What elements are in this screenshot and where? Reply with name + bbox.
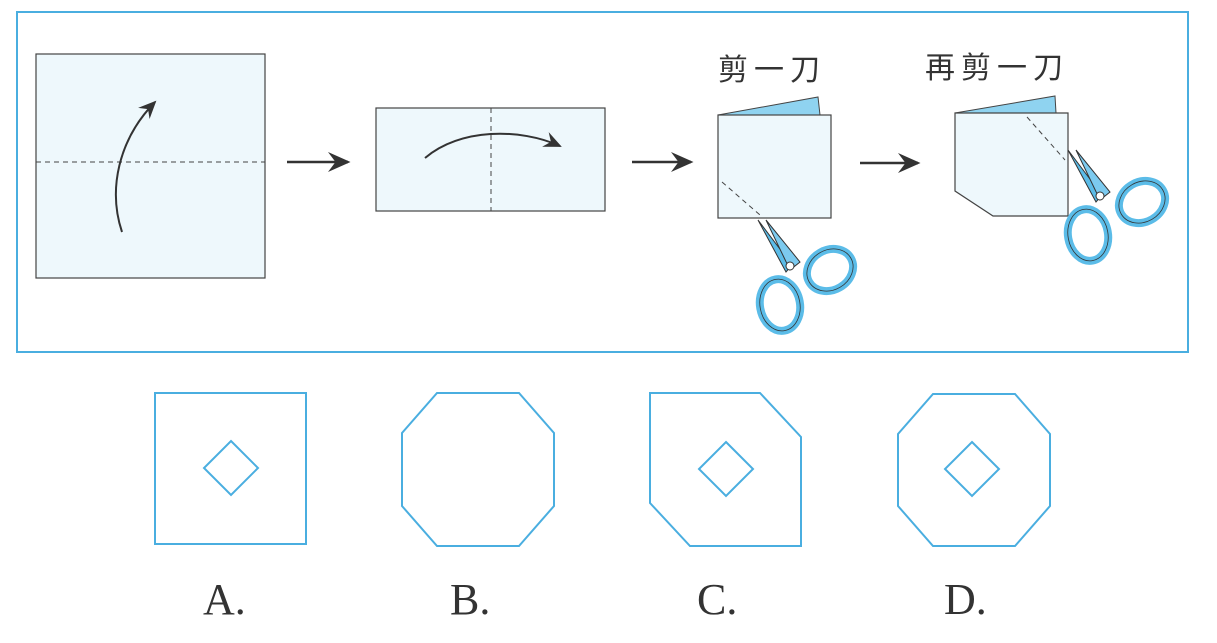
option-c-label[interactable]: C. — [697, 575, 737, 624]
fold-right-arrow — [424, 132, 562, 159]
step-1-square-paper — [35, 53, 266, 279]
step-4-cut-folded-square — [954, 95, 1069, 217]
option-a-shape[interactable] — [154, 392, 307, 545]
option-c-shape[interactable] — [649, 392, 802, 547]
scissors-icon — [1063, 149, 1170, 265]
option-d-shape[interactable] — [897, 393, 1051, 547]
step-2-rectangle-paper — [375, 107, 606, 212]
cut-once-label: 剪一刀 — [718, 53, 826, 88]
cut-line — [1026, 116, 1066, 161]
option-d-label[interactable]: D. — [944, 575, 987, 624]
step-3-folded-square — [717, 96, 832, 219]
option-b-shape[interactable] — [401, 392, 555, 547]
scissors-icon — [755, 219, 858, 335]
option-b-label[interactable]: B. — [450, 575, 490, 624]
process-frame — [16, 11, 1189, 353]
option-a-label[interactable]: A. — [203, 575, 246, 624]
cut-again-label: 再剪一刀 — [925, 51, 1069, 86]
fold-up-arrow — [114, 100, 157, 233]
